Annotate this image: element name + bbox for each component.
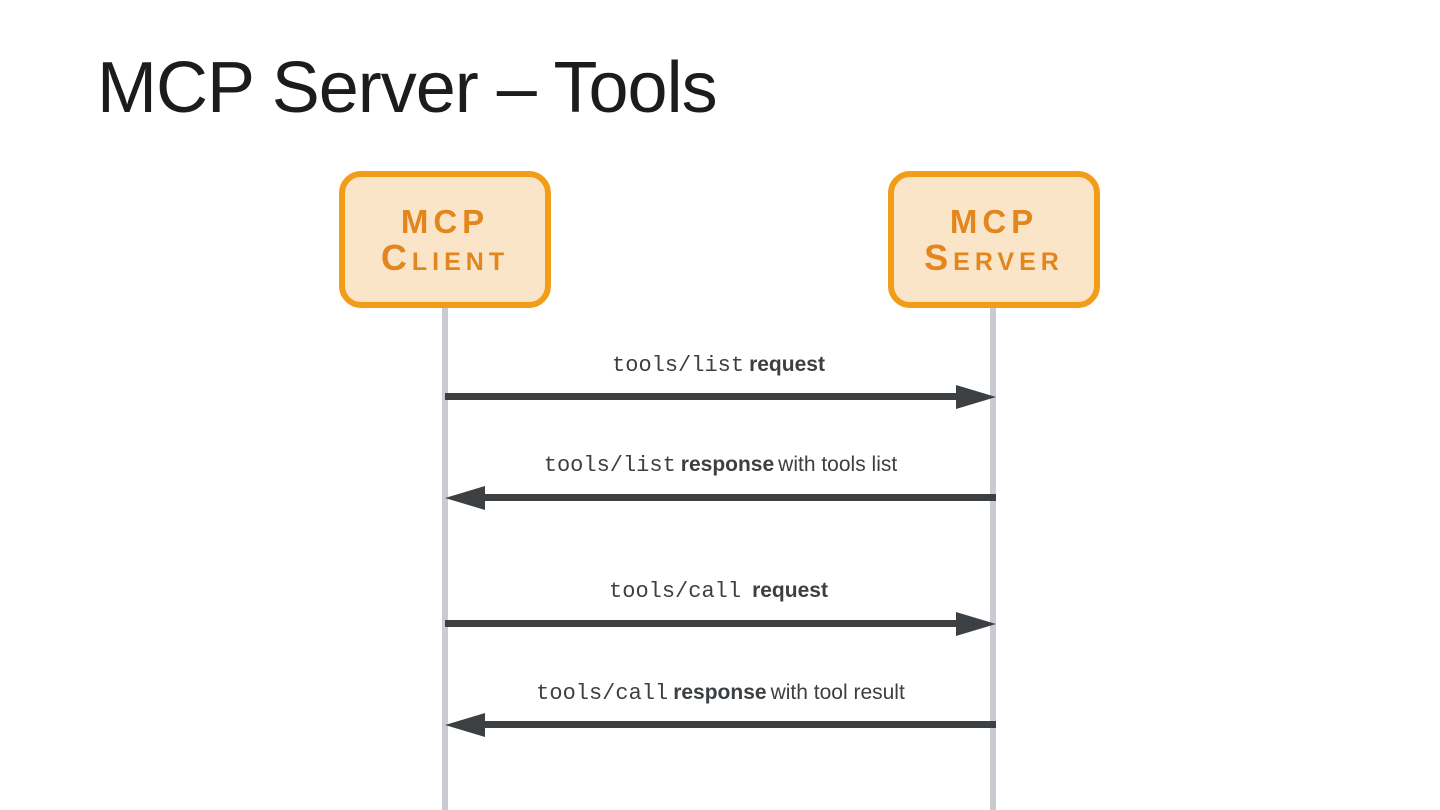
actor-server-name-line2: Server [924, 236, 1064, 278]
message-2-method: tools/list [543, 453, 676, 478]
lifeline-client [442, 308, 448, 810]
message-4-arrow-line [483, 721, 996, 728]
message-3-kind: request [752, 579, 828, 602]
message-4-kind: response [673, 681, 767, 704]
message-2-detail: with tools list [778, 453, 898, 476]
message-3-method: tools/call [609, 579, 742, 604]
message-4-method: tools/call [536, 681, 669, 706]
message-1-arrow-line [445, 393, 960, 400]
actor-box-mcp-client: MCP Client [339, 171, 551, 308]
message-4-arrowhead-left-icon [445, 713, 485, 737]
message-4-detail: with tool result [770, 681, 905, 704]
message-2-arrow-line [483, 494, 996, 501]
actor-client-name-line2: Client [380, 236, 510, 278]
message-3-label: tools/call request [445, 576, 996, 607]
message-1-kind: request [749, 353, 825, 376]
message-1-method: tools/list [612, 353, 745, 378]
actor-client-name-line1: MCP [400, 202, 490, 240]
message-1-arrowhead-right-icon [956, 385, 996, 409]
message-3-arrow-line [445, 620, 960, 627]
actor-box-mcp-server: MCP Server [888, 171, 1100, 308]
message-3-arrowhead-right-icon [956, 612, 996, 636]
message-2-kind: response [680, 453, 775, 476]
lifeline-server [990, 308, 996, 810]
slide-title: MCP Server – Tools [97, 48, 718, 128]
actor-server-name-line1: MCP [949, 202, 1039, 240]
message-2-arrowhead-left-icon [445, 486, 485, 510]
